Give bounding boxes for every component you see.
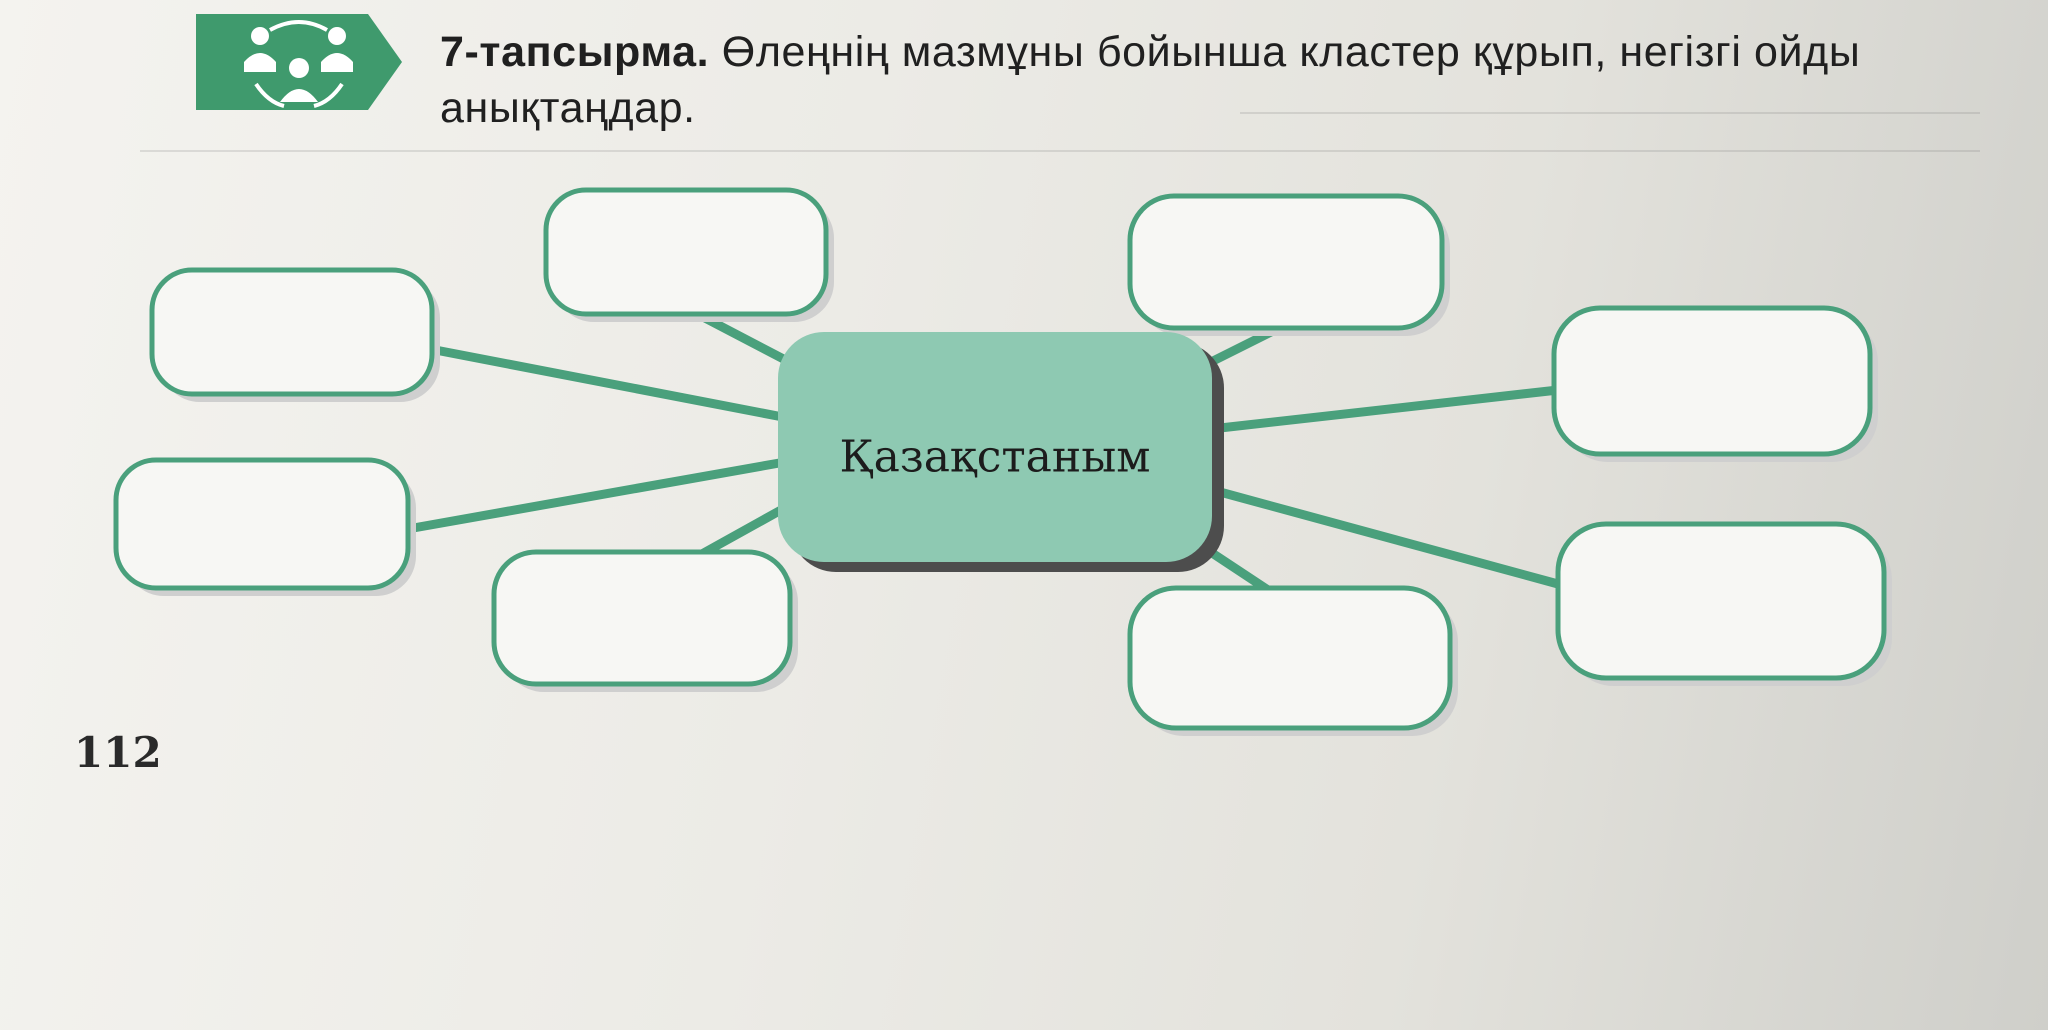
connector-line bbox=[397, 457, 790, 535]
empty-box-top-left[interactable] bbox=[149, 267, 440, 402]
empty-box-top-right[interactable] bbox=[1551, 305, 1878, 462]
group-work-icon bbox=[196, 14, 402, 110]
connector-lines bbox=[397, 313, 1563, 595]
connector-line bbox=[420, 343, 793, 423]
empty-box-bottom-right[interactable] bbox=[1555, 521, 1892, 686]
empty-box-bottom-center-right[interactable] bbox=[1127, 585, 1458, 736]
bleed-through-line bbox=[1240, 112, 1980, 114]
connector-line bbox=[1215, 385, 1563, 433]
center-node: Қазақстаным bbox=[778, 332, 1224, 572]
empty-box-top-center-left[interactable] bbox=[543, 187, 834, 322]
connector-line bbox=[700, 313, 800, 370]
center-node-label: Қазақстаным bbox=[840, 432, 1151, 483]
empty-box-middle-left[interactable] bbox=[113, 457, 416, 596]
page-number: 112 bbox=[74, 728, 162, 777]
empty-box-bottom-center-left[interactable] bbox=[491, 549, 798, 692]
bleed-through-line bbox=[140, 150, 1980, 152]
connector-line bbox=[695, 500, 795, 560]
task-instruction: 7-тапсырма. Өлеңнің мазмұны бойынша клас… bbox=[440, 24, 2000, 136]
task-number-label: 7-тапсырма. bbox=[440, 28, 710, 76]
connector-line bbox=[1215, 487, 1563, 589]
empty-box-top-center-right[interactable] bbox=[1127, 193, 1450, 336]
task-instruction-text: Өлеңнің мазмұны бойынша кластер құрып, н… bbox=[440, 28, 1861, 132]
